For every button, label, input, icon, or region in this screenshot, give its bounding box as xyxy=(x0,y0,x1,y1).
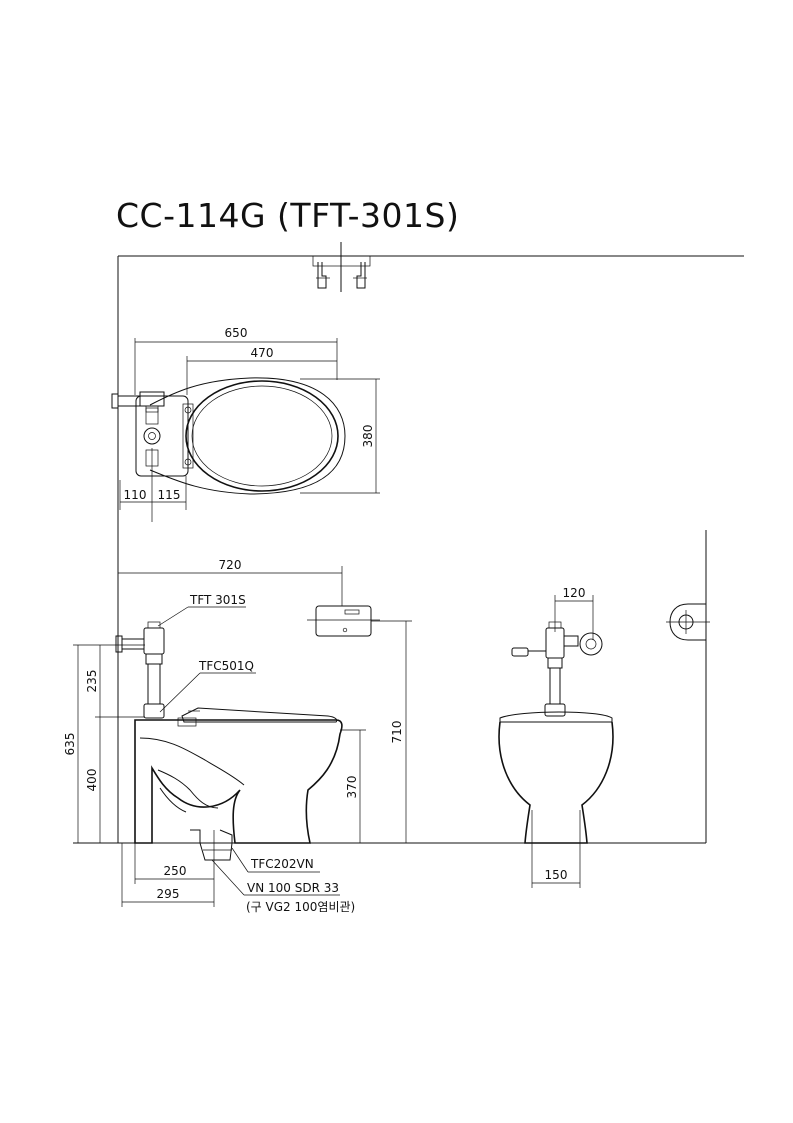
dim-total-height: 635 xyxy=(63,733,77,756)
label-pipe: TFC501Q xyxy=(198,659,254,673)
top-view: 650 470 380 xyxy=(111,326,380,522)
label-flush-valve: TFT 301S xyxy=(189,593,246,607)
label-drain-pipe-note: (구 VG2 100염비관) xyxy=(246,900,355,914)
page-title: CC-114G (TFT-301S) xyxy=(116,196,460,235)
front-dim-valve-offset: 120 xyxy=(563,586,586,600)
dim-overall-depth: 650 xyxy=(225,326,248,340)
dim-valve-offset: 115 xyxy=(158,488,181,502)
side-view: 720 710 xyxy=(63,558,412,914)
dim-drain-to-wall: 295 xyxy=(157,887,180,901)
dim-paper-holder-height: 710 xyxy=(390,721,404,744)
paper-holder-top-icon xyxy=(312,242,371,292)
label-drain-pipe: VN 100 SDR 33 xyxy=(247,881,339,895)
dim-width: 380 xyxy=(361,425,375,448)
dim-valve-height: 235 xyxy=(85,670,99,693)
front-dim-base-width: 150 xyxy=(545,868,568,882)
flush-valve-icon xyxy=(115,621,165,719)
dim-wall-to-front: 720 xyxy=(219,558,242,572)
paper-holder-side-icon xyxy=(307,605,380,637)
flush-valve-front-icon xyxy=(511,621,603,717)
dim-bowl-height: 370 xyxy=(345,776,359,799)
dim-rim-height: 400 xyxy=(85,769,99,792)
wall-lines xyxy=(73,255,744,844)
label-drain-fitting: TFC202VN xyxy=(250,857,314,871)
dim-pipe-offset: 110 xyxy=(124,488,147,502)
dim-drain-center: 250 xyxy=(164,864,187,878)
front-view: 120 150 xyxy=(498,586,710,888)
paper-holder-front-icon xyxy=(666,603,710,641)
dim-seat-depth: 470 xyxy=(251,346,274,360)
